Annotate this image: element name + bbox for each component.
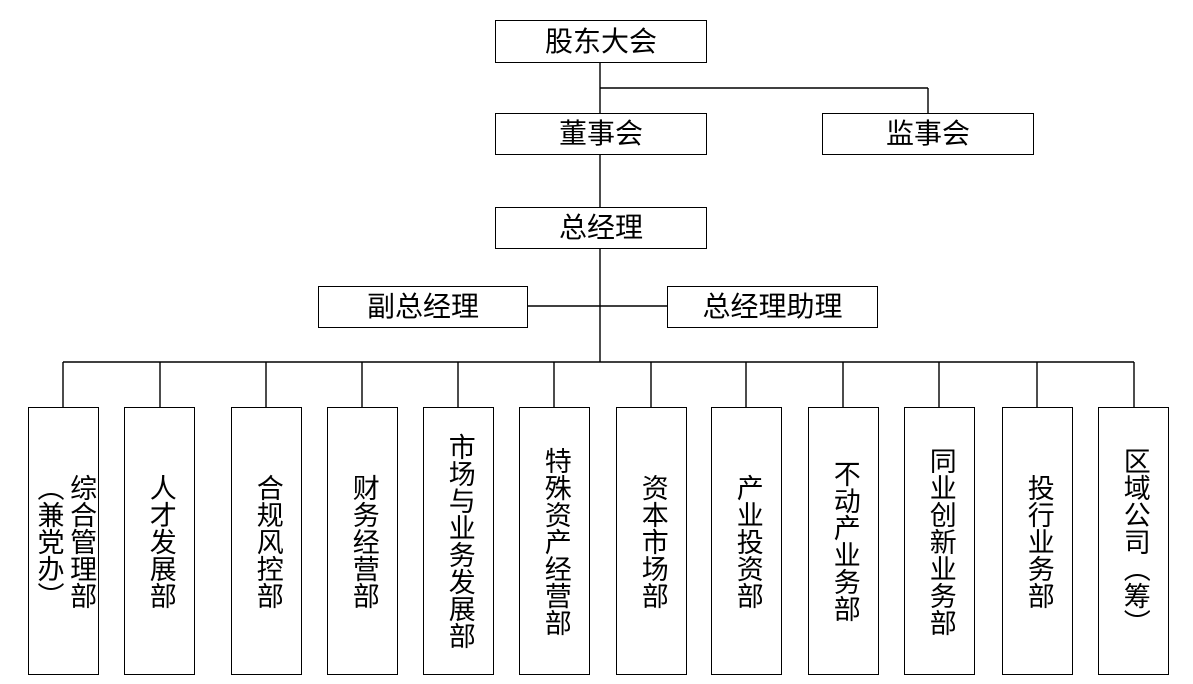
dept-box: 特殊资产经营部: [519, 407, 590, 675]
dept-box: 合规风控部: [231, 407, 302, 675]
node-gm-assistant: 总经理助理: [667, 286, 878, 328]
node-label: 总经理助理: [702, 290, 843, 323]
dept-box: 人才发展部: [124, 407, 195, 675]
dept-label: 投行业务部: [1022, 473, 1054, 609]
dept-label: 人才发展部: [144, 473, 176, 609]
node-general-manager: 总经理: [495, 207, 707, 249]
dept-label-group: （兼党办） 综合管理部: [32, 473, 97, 609]
node-label: 监事会: [885, 117, 970, 150]
dept-label: 综合管理部: [65, 473, 97, 609]
dept-label: 区域公司（筹）: [1118, 446, 1150, 636]
dept-label: 市场与业务发展部: [443, 433, 475, 649]
dept-label: 合规风控部: [251, 473, 283, 609]
node-supervisors: 监事会: [822, 113, 1034, 155]
dept-box: 不动产业务部: [808, 407, 879, 675]
dept-box: 产业投资部: [711, 407, 782, 675]
dept-box: 区域公司（筹）: [1098, 407, 1169, 675]
dept-label: 财务经营部: [347, 473, 379, 609]
node-deputy-gm: 副总经理: [318, 286, 528, 328]
dept-label: 同业创新业务部: [924, 446, 956, 636]
dept-note: （兼党办）: [32, 473, 64, 609]
node-label: 股东大会: [544, 24, 657, 58]
node-label: 董事会: [558, 117, 643, 150]
dept-box: 资本市场部: [616, 407, 687, 675]
dept-label: 产业投资部: [731, 473, 763, 609]
node-label: 总经理: [558, 211, 643, 244]
dept-label: 不动产业务部: [828, 460, 860, 622]
node-shareholders: 股东大会: [495, 20, 707, 63]
dept-box: 财务经营部: [327, 407, 398, 675]
dept-label: 资本市场部: [636, 473, 668, 609]
node-board: 董事会: [495, 113, 707, 155]
dept-box: 市场与业务发展部: [423, 407, 494, 675]
dept-box: （兼党办） 综合管理部: [28, 407, 99, 675]
dept-label: 特殊资产经营部: [539, 446, 571, 636]
dept-box: 投行业务部: [1002, 407, 1073, 675]
node-label: 副总经理: [366, 290, 479, 323]
dept-box: 同业创新业务部: [904, 407, 975, 675]
